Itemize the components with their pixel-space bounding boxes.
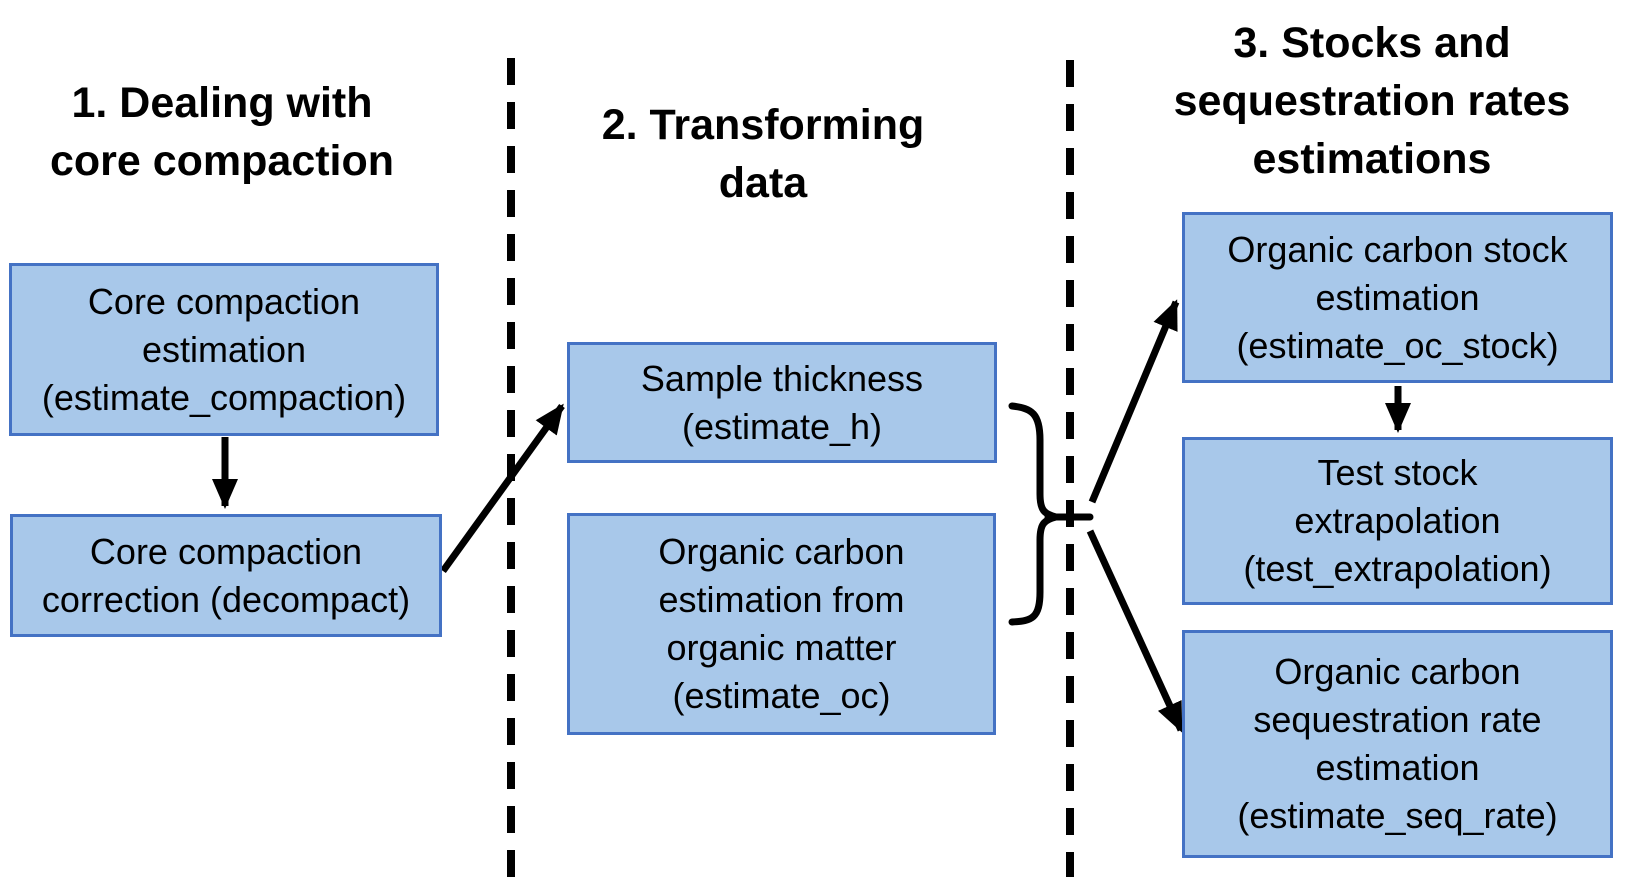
step-box-estimate-oc: Organic carbon estimation from organic m… <box>567 513 996 735</box>
step-box-estimate-h: Sample thickness (estimate_h) <box>567 342 997 463</box>
step-box-test-extrapolation: Test stock extrapolation (test_extrapola… <box>1182 437 1613 605</box>
section-title-transforming-data: 2. Transforming data <box>601 101 925 207</box>
step-box-estimate-compaction: Core compaction estimation (estimate_com… <box>9 263 439 436</box>
step-box-estimate-oc-stock: Organic carbon stock estimation (estimat… <box>1182 212 1613 383</box>
step-box-estimate-seq-rate: Organic carbon sequestration rate estima… <box>1182 630 1613 858</box>
arrow-to-oc-stock <box>1088 299 1180 504</box>
grouping-brace <box>1008 402 1057 626</box>
arrow-to-seq-rate <box>1086 529 1185 733</box>
section-title-stocks-sequestration: 3. Stocks and sequestration rates estima… <box>1173 19 1571 183</box>
section-title-core-compaction: 1. Dealing with core compaction <box>49 79 395 185</box>
step-box-decompact: Core compaction correction (decompact) <box>10 514 442 637</box>
arrow-decompact-to-thickness <box>440 403 565 574</box>
